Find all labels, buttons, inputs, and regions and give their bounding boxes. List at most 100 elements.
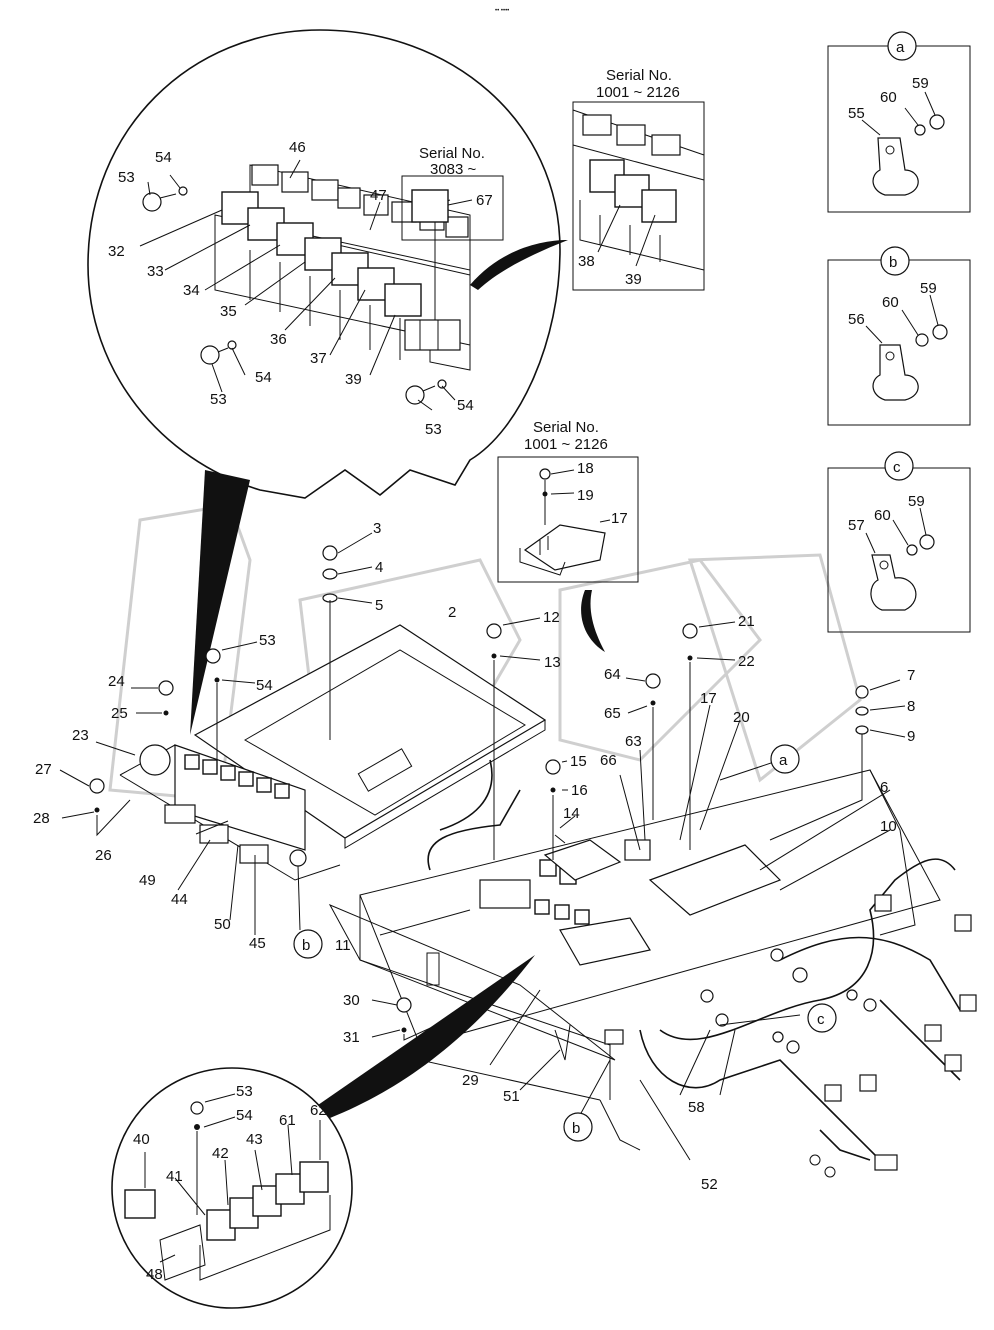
part-label: 31	[343, 1029, 360, 1046]
part-label: 41	[166, 1168, 183, 1185]
part-label: 7	[907, 667, 915, 684]
part-label: 5	[375, 597, 383, 614]
part-label: 56	[848, 311, 865, 328]
part-label: 54	[155, 149, 172, 166]
part-label: 65	[604, 705, 621, 722]
part-label: 46	[289, 139, 306, 156]
part-label: 30	[343, 992, 360, 1009]
part-label: 18	[577, 460, 594, 477]
part-label: 25	[111, 705, 128, 722]
serial-3083-line1: Serial No.	[419, 145, 485, 162]
part-label: 33	[147, 263, 164, 280]
callout-b: b	[572, 1120, 580, 1137]
part-label: 44	[171, 891, 188, 908]
part-label: 14	[563, 805, 580, 822]
part-label: 60	[874, 507, 891, 524]
inset-b-label: b	[889, 254, 897, 271]
part-label: 55	[848, 105, 865, 122]
part-label: 43	[246, 1131, 263, 1148]
part-label: 50	[214, 916, 231, 933]
part-label: 53	[118, 169, 135, 186]
main-assembly	[119, 624, 977, 1178]
part-label: 10	[880, 818, 897, 835]
part-label: 39	[345, 371, 362, 388]
part-label: 38	[578, 253, 595, 270]
inset-c-label: c	[893, 459, 901, 476]
part-label: 16	[571, 782, 588, 799]
part-label: 57	[848, 517, 865, 534]
part-label: 54	[457, 397, 474, 414]
serial-1001-relay-box: Serial No. 1001 ~ 2126 38 39	[572, 67, 705, 291]
serial-1001a-line1: Serial No.	[606, 67, 672, 84]
part-label: 66	[600, 752, 617, 769]
part-label: 52	[701, 1176, 718, 1193]
callout-b: b	[302, 937, 310, 954]
serial-3083-line2: 3083 ~	[430, 161, 477, 178]
part-label: 29	[462, 1072, 479, 1089]
part-label: 60	[882, 294, 899, 311]
part-label: 6	[880, 779, 888, 796]
part-label: 60	[880, 89, 897, 106]
top-circle-labels: Serial No. 3083 ~ 67 54 53 46 47 32 33 3…	[108, 139, 493, 438]
part-label: 49	[139, 872, 156, 889]
part-label: 17	[700, 690, 717, 707]
part-label: 19	[577, 487, 594, 504]
inset-b: b 56 60 59	[827, 246, 971, 426]
part-label: 26	[95, 847, 112, 864]
part-label: 53	[236, 1083, 253, 1100]
inset-c: c 57 60 59	[827, 451, 971, 633]
serial-1001b-line1: Serial No.	[533, 419, 599, 436]
main-labels: 3 4 5 2 53 54 24 25 23 27 28 26 49 44 50…	[33, 520, 915, 1193]
relay-detail-circle-bottom: 53 54 40 42 43 61 62 41 48	[111, 955, 535, 1309]
part-label: 2	[448, 604, 456, 621]
part-label: 21	[738, 613, 755, 630]
part-label: 54	[255, 369, 272, 386]
part-label: 36	[270, 331, 287, 348]
part-label: 9	[907, 728, 915, 745]
part-label: 24	[108, 673, 125, 690]
part-label: 28	[33, 810, 50, 827]
part-label: 4	[375, 559, 383, 576]
serial-1001b-line2: 1001 ~ 2126	[524, 436, 608, 453]
part-label: 3	[373, 520, 381, 537]
part-label: 64	[604, 666, 621, 683]
relay-detail-circle-top	[87, 29, 568, 735]
part-label: 53	[425, 421, 442, 438]
part-label: 17	[611, 510, 628, 527]
part-label: 67	[476, 192, 493, 209]
part-label: 59	[920, 280, 937, 297]
part-label: 35	[220, 303, 237, 320]
part-label: 42	[212, 1145, 229, 1162]
part-label: 59	[912, 75, 929, 92]
part-label: 20	[733, 709, 750, 726]
part-label: 39	[625, 271, 642, 288]
reference-callouts: a b b c	[293, 744, 837, 1142]
part-label: 54	[256, 677, 273, 694]
part-label: 13	[544, 654, 561, 671]
callout-c: c	[817, 1011, 825, 1028]
main-fasteners	[59, 532, 906, 1161]
part-label: 27	[35, 761, 52, 778]
part-label: 61	[279, 1112, 296, 1129]
part-label: 22	[738, 653, 755, 670]
serial-1001a-line2: 1001 ~ 2126	[596, 84, 680, 101]
part-label: 34	[183, 282, 200, 299]
part-label: 62	[310, 1102, 327, 1119]
callout-a: a	[779, 752, 788, 769]
part-label: 12	[543, 609, 560, 626]
inset-a-label: a	[896, 39, 905, 56]
serial-1001-module-box: Serial No. 1001 ~ 2126 18 19 17	[497, 419, 639, 652]
part-label: 53	[210, 391, 227, 408]
part-label: 37	[310, 350, 327, 367]
part-label: 15	[570, 753, 587, 770]
part-label: 51	[503, 1088, 520, 1105]
part-label: 54	[236, 1107, 253, 1124]
part-label: 58	[688, 1099, 705, 1116]
part-label: 53	[259, 632, 276, 649]
part-label: 32	[108, 243, 125, 260]
part-label: 63	[625, 733, 642, 750]
part-label: 45	[249, 935, 266, 952]
part-label: 47	[370, 187, 387, 204]
